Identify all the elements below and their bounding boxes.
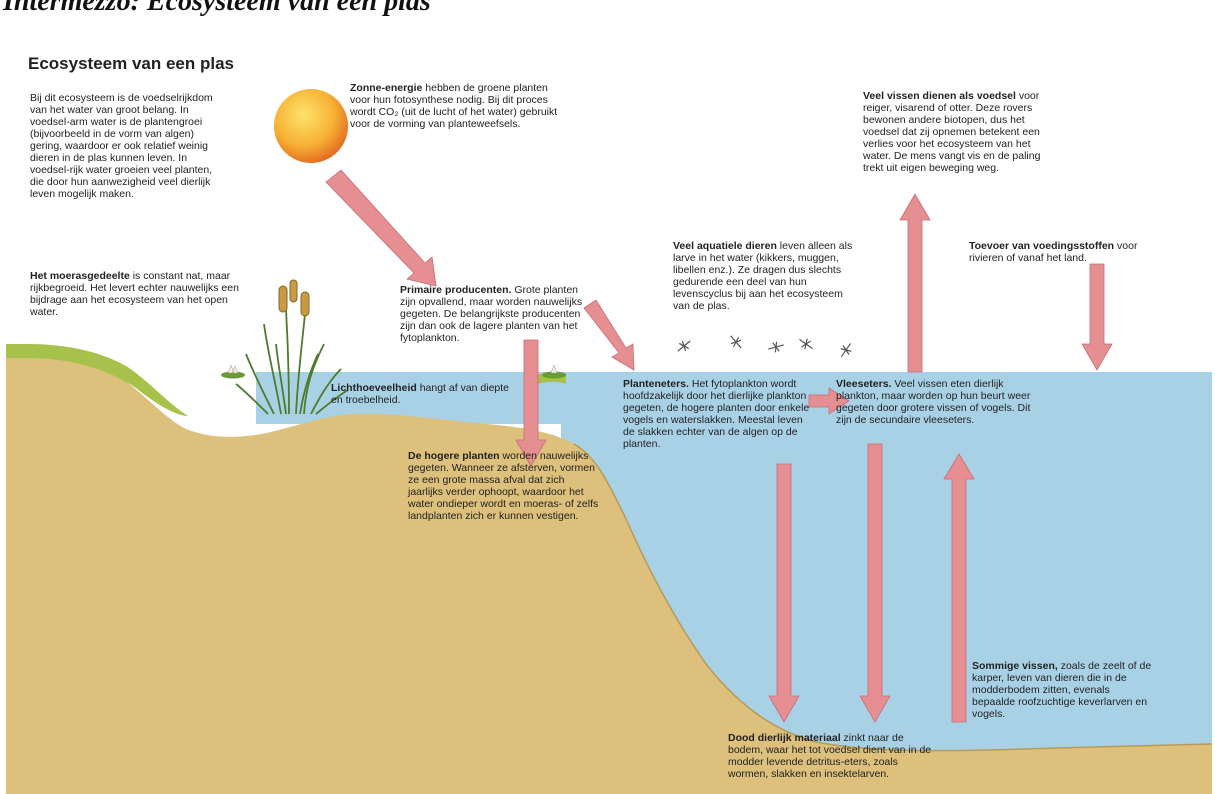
header-title: Intermezzo: Ecosysteem van een plas bbox=[3, 0, 431, 18]
marsh-text: Het moerasgedeelte is constant nat, maar… bbox=[30, 270, 245, 318]
higher-plants-text: De hogere planten worden nauwelijks gege… bbox=[408, 450, 602, 522]
bottom-fish-heading: Sommige vissen, bbox=[972, 660, 1058, 672]
fish-food-text: Veel vissen dienen als voedsel voor reig… bbox=[863, 90, 1049, 174]
sun-energy-text: Zonne-energie hebben de groene planten v… bbox=[350, 82, 560, 130]
aquatic-animals-text: Veel aquatiele dieren leven alleen als l… bbox=[673, 240, 861, 312]
aquatic-animals-heading: Veel aquatiele dieren bbox=[673, 240, 777, 252]
primary-producers-text: Primaire producenten. Grote planten zijn… bbox=[400, 284, 596, 344]
diagram-title: Ecosysteem van een plas bbox=[28, 54, 234, 74]
sun-icon bbox=[274, 89, 348, 163]
arrow-sun-energy bbox=[326, 170, 436, 286]
marsh-heading: Het moerasgedeelte bbox=[30, 270, 130, 282]
arrow-nutrients-down bbox=[1082, 264, 1112, 370]
bottom-fish-text: Sommige vissen, zoals de zeelt of de kar… bbox=[972, 660, 1152, 720]
page-header: Intermezzo: Ecosysteem van een plas bbox=[0, 0, 1215, 22]
sun-energy-heading: Zonne-energie bbox=[350, 82, 422, 94]
fish-food-heading: Veel vissen dienen als voedsel bbox=[863, 90, 1016, 102]
herbivores-text: Planteneters. Het fytoplankton wordt hoo… bbox=[623, 378, 813, 450]
higher-plants-heading: De hogere planten bbox=[408, 450, 500, 462]
carnivores-text: Vleeseters. Veel vissen eten dierlijk pl… bbox=[836, 378, 1036, 426]
herbivores-heading: Planteneters. bbox=[623, 378, 689, 390]
arrow-fish-food-up bbox=[900, 194, 930, 372]
dead-matter-heading: Dood dierlijk materiaal bbox=[728, 732, 841, 744]
primary-producers-heading: Primaire producenten. bbox=[400, 284, 511, 296]
fish-food-body: voor reiger, visarend of otter. Deze rov… bbox=[863, 90, 1040, 174]
dragonfly-icon bbox=[675, 333, 855, 360]
figure-page: Ecosysteem van een plas Bij dit ecosyste… bbox=[6, 24, 1212, 794]
light-amount-heading: Lichthoeveelheid bbox=[331, 382, 417, 394]
light-amount-text: Lichthoeveelheid hangt af van diepte en … bbox=[331, 382, 511, 406]
carnivores-heading: Vleeseters. bbox=[836, 378, 891, 390]
nutrients-text: Toevoer van voedingsstoffen voor riviere… bbox=[969, 240, 1169, 264]
dead-matter-text: Dood dierlijk materiaal zinkt naar de bo… bbox=[728, 732, 940, 780]
intro-text: Bij dit ecosysteem is de voedselrijkdom … bbox=[30, 92, 220, 200]
nutrients-heading: Toevoer van voedingsstoffen bbox=[969, 240, 1114, 252]
